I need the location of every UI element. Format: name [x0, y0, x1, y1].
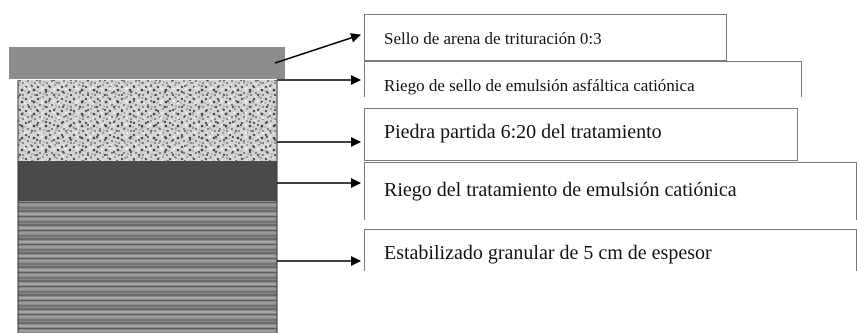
layer-riego-tratamiento: [18, 161, 277, 201]
label-riego-sello: Riego de sello de emulsión asfáltica cat…: [364, 61, 802, 97]
label-riego-tratamiento-text: Riego del tratamiento de emulsión catión…: [384, 179, 737, 201]
label-estabilizado: Estabilizado granular de 5 cm de espesor: [364, 229, 857, 271]
label-sello-arena: Sello de arena de trituración 0:3: [364, 14, 727, 61]
label-estabilizado-text: Estabilizado granular de 5 cm de espesor: [384, 242, 712, 264]
layer-piedra-partida-texture: [18, 80, 277, 161]
layer-estabilizado: [18, 201, 277, 333]
label-piedra-partida-text: Piedra partida 6:20 del tratamiento: [384, 121, 662, 143]
arrow-sello-arena: [274, 33, 361, 64]
label-riego-tratamiento: Riego del tratamiento de emulsión catión…: [364, 162, 857, 220]
label-riego-sello-text: Riego de sello de emulsión asfáltica cat…: [384, 76, 695, 95]
label-piedra-partida: Piedra partida 6:20 del tratamiento: [364, 108, 798, 161]
label-sello-arena-text: Sello de arena de trituración 0:3: [384, 29, 602, 48]
layer-sello-arena: [9, 47, 285, 79]
